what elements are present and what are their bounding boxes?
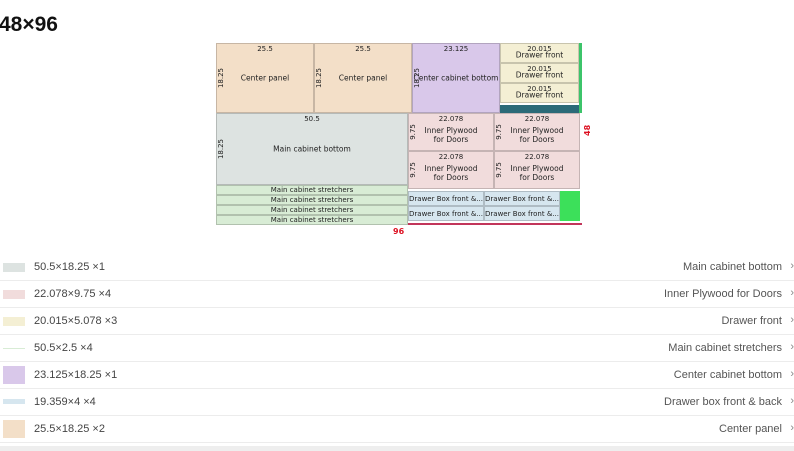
color-swatch [3, 290, 25, 299]
part-name: Main cabinet bottom [682, 261, 782, 273]
piece-main-cabinet-stretcher[interactable]: Main cabinet stretchers [216, 195, 408, 205]
piece-drawer-box-front-back[interactable]: Drawer Box front &... [484, 191, 560, 206]
part-dimensions: 23.125×18.25 ×1 [34, 369, 118, 381]
part-name: Inner Plywood for Doors [664, 288, 782, 300]
piece-width: 22.078 [524, 115, 550, 123]
chevron-right-icon: › [790, 395, 794, 407]
color-swatch [3, 348, 25, 349]
piece-width: 22.078 [524, 153, 550, 161]
piece-inner-plywood[interactable]: 22.078 9.75 Inner Plywood for Doors [494, 113, 580, 151]
list-item[interactable]: 20.015×5.078 ×3 Drawer front › [0, 308, 794, 335]
piece-center-panel[interactable]: 25.5 18.25 Center panel [216, 43, 314, 113]
piece-width: 23.125 [443, 45, 469, 53]
page-title: 48×96 [0, 13, 58, 36]
piece-width: 22.078 [438, 115, 464, 123]
scroll-footer [0, 446, 794, 451]
piece-label: Drawer front [515, 90, 564, 100]
piece-label: Drawer Box front &... [485, 194, 559, 203]
part-name: Drawer front [721, 315, 782, 327]
piece-main-cabinet-stretcher[interactable]: Main cabinet stretchers [216, 185, 408, 195]
part-name: Main cabinet stretchers [668, 342, 782, 354]
sheet-width-label: 96 [393, 227, 405, 236]
sheet-height-label: 48 [583, 124, 592, 136]
kerf-line [408, 223, 582, 225]
chevron-right-icon: › [790, 260, 794, 272]
part-dimensions: 19.359×4 ×4 [34, 396, 96, 408]
part-name: Drawer box front & back [664, 396, 782, 408]
piece-label: Center cabinet bottom [413, 73, 499, 83]
piece-drawer-box-front-back[interactable]: Drawer Box front &... [408, 206, 484, 221]
piece-label: Main cabinet stretchers [270, 205, 354, 214]
piece-label: Drawer front [515, 70, 564, 80]
piece-label: Main cabinet bottom [273, 144, 351, 154]
chevron-right-icon: › [790, 341, 794, 353]
offcut-strip [500, 105, 579, 113]
piece-inner-plywood[interactable]: 22.078 9.75 Inner Plywood for Doors [408, 151, 494, 189]
piece-label: Drawer Box front &... [485, 209, 559, 218]
piece-label: Center panel [240, 73, 290, 83]
part-dimensions: 50.5×18.25 ×1 [34, 261, 105, 273]
piece-width: 50.5 [304, 115, 320, 123]
piece-label: Main cabinet stretchers [270, 215, 354, 224]
piece-label: Center panel [338, 73, 388, 83]
list-item[interactable]: 25.5×18.25 ×2 Center panel › [0, 416, 794, 443]
piece-drawer-box-front-back[interactable]: Drawer Box front &... [484, 206, 560, 221]
cut-sheet-layout: 25.5 18.25 Center panel 25.5 18.25 Cente… [216, 43, 582, 226]
piece-drawer-front[interactable]: 20.015 Drawer front [500, 63, 579, 83]
part-name: Center panel [719, 423, 782, 435]
piece-label: Inner Plywood for Doors [424, 125, 478, 144]
list-item[interactable]: 23.125×18.25 ×1 Center cabinet bottom › [0, 362, 794, 389]
part-dimensions: 22.078×9.75 ×4 [34, 288, 112, 300]
piece-width: 25.5 [355, 45, 371, 53]
part-dimensions: 20.015×5.078 ×3 [34, 315, 118, 327]
list-item[interactable]: 19.359×4 ×4 Drawer box front & back › [0, 389, 794, 416]
piece-width: 22.078 [438, 153, 464, 161]
color-swatch [3, 420, 25, 438]
piece-width: 20.015 [527, 85, 552, 93]
part-name: Center cabinet bottom [673, 369, 782, 381]
color-swatch [3, 366, 25, 384]
piece-label: Main cabinet stretchers [270, 195, 354, 204]
chevron-right-icon: › [790, 314, 794, 326]
part-dimensions: 25.5×18.25 ×2 [34, 423, 105, 435]
piece-center-cabinet-bottom[interactable]: 23.125 18.25 Center cabinet bottom [412, 43, 500, 113]
parts-list: 50.5×18.25 ×1 Main cabinet bottom › 22.0… [0, 254, 794, 443]
list-item[interactable]: 50.5×2.5 ×4 Main cabinet stretchers › [0, 335, 794, 362]
piece-label: Main cabinet stretchers [270, 185, 354, 194]
offcut-block [560, 191, 580, 221]
chevron-right-icon: › [790, 368, 794, 380]
color-swatch [3, 399, 25, 404]
piece-main-cabinet-bottom[interactable]: 50.5 18.25 Main cabinet bottom [216, 113, 408, 185]
piece-width: 20.015 [527, 45, 552, 53]
piece-label: Inner Plywood for Doors [424, 163, 478, 182]
part-dimensions: 50.5×2.5 ×4 [34, 342, 93, 354]
piece-label: Drawer Box front &... [409, 194, 483, 203]
piece-drawer-box-front-back[interactable]: Drawer Box front &... [408, 191, 484, 206]
piece-drawer-front[interactable]: 20.015 Drawer front [500, 83, 579, 103]
color-swatch [3, 263, 25, 272]
piece-label: Drawer Box front &... [409, 209, 483, 218]
list-item[interactable]: 22.078×9.75 ×4 Inner Plywood for Doors › [0, 281, 794, 308]
piece-main-cabinet-stretcher[interactable]: Main cabinet stretchers [216, 205, 408, 215]
piece-label: Drawer front [515, 50, 564, 60]
piece-main-cabinet-stretcher[interactable]: Main cabinet stretchers [216, 215, 408, 225]
piece-inner-plywood[interactable]: 22.078 9.75 Inner Plywood for Doors [408, 113, 494, 151]
piece-center-panel[interactable]: 25.5 18.25 Center panel [314, 43, 412, 113]
offcut-strip [579, 43, 582, 113]
piece-label: Inner Plywood for Doors [510, 163, 564, 182]
piece-drawer-front[interactable]: 20.015 Drawer front [500, 43, 579, 63]
color-swatch [3, 317, 25, 326]
piece-inner-plywood[interactable]: 22.078 9.75 Inner Plywood for Doors [494, 151, 580, 189]
chevron-right-icon: › [790, 287, 794, 299]
list-item[interactable]: 50.5×18.25 ×1 Main cabinet bottom › [0, 254, 794, 281]
piece-width: 20.015 [527, 65, 552, 73]
chevron-right-icon: › [790, 422, 794, 434]
piece-label: Inner Plywood for Doors [510, 125, 564, 144]
piece-width: 25.5 [257, 45, 273, 53]
